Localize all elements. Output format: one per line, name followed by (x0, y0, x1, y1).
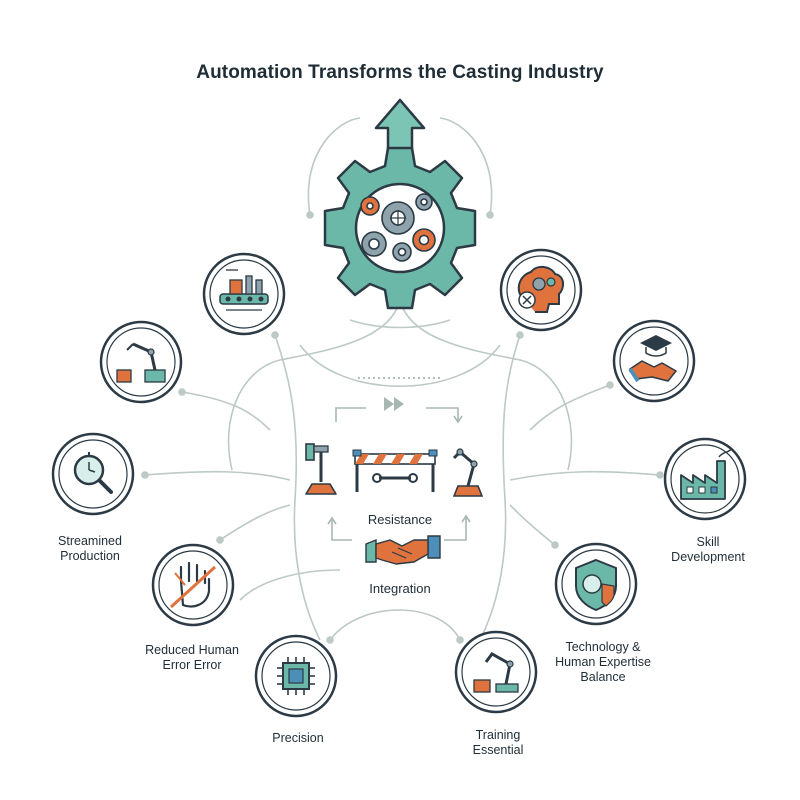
robot-welding-icon (454, 630, 538, 714)
press-machine-icon (305, 443, 337, 495)
resistance-label: Resistance (367, 512, 433, 527)
crossed-hand-icon (151, 543, 235, 627)
center-robot-arm-icon (452, 448, 484, 497)
brain-gears-icon (499, 248, 583, 332)
up-arrow-icon (374, 98, 426, 152)
gear-cluster-icon (323, 146, 477, 310)
robot-arm-icon (99, 320, 183, 404)
page-title: Automation Transforms the Casting Indust… (196, 62, 604, 83)
barrier-wrench-icon (352, 449, 438, 492)
stopwatch-magnifier-icon (51, 432, 135, 516)
integration-label: Integration (369, 581, 431, 596)
fast-forward-icon (335, 397, 463, 424)
graduation-handshake-icon (612, 319, 696, 403)
handshake-icon (365, 535, 441, 565)
microchip-icon (254, 634, 338, 718)
precision-label: Precision (272, 731, 324, 745)
conveyor-factory-icon (202, 252, 286, 336)
factory-icon (663, 437, 747, 521)
center-flow-arrows (327, 514, 471, 541)
connector-lines (141, 117, 664, 644)
shield-gear-icon (554, 542, 638, 626)
